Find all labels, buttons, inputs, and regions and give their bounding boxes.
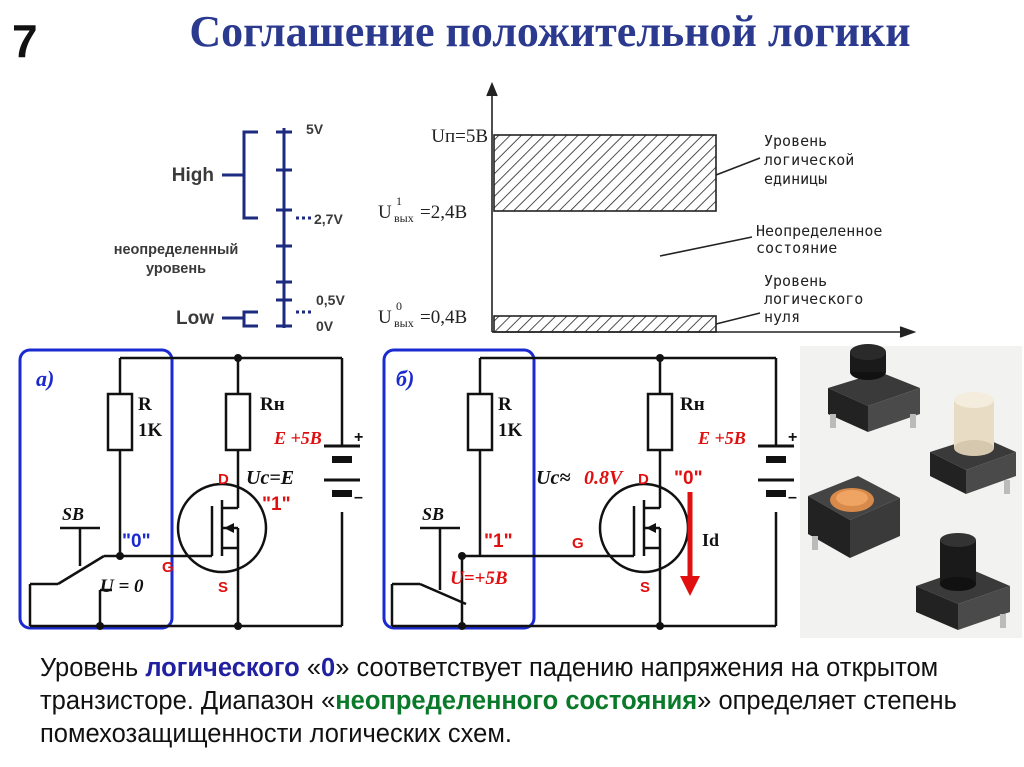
caption: Уровень логического «0» соответствует па…: [40, 652, 1000, 751]
zone-mid-label-2: состояние: [756, 239, 837, 257]
u-out0-sup: 0: [396, 299, 402, 313]
low-label: Low: [176, 308, 214, 329]
circuit-b-g-label: G: [572, 535, 584, 552]
circuit-b-rn-label: Rн: [680, 394, 705, 415]
caption-highlight-logic: логического: [145, 654, 300, 682]
circuit-a-uc-label: Uc=E: [246, 467, 294, 489]
circuit-b-d-label: D: [638, 471, 649, 488]
u-out0-sub: вых: [394, 316, 414, 330]
zone0-label-1: Уровень: [764, 272, 827, 290]
circuit-a-plus: +: [354, 429, 363, 446]
caption-part: «: [299, 654, 322, 682]
circuit-b-e-label: E +5В: [697, 428, 746, 448]
circuit-a-minus: –: [354, 489, 363, 506]
circuit-a-sb-label: SB: [62, 504, 84, 524]
circuit-a-rn-label: Rн: [260, 394, 285, 415]
tactile-buttons-image: [800, 344, 1022, 638]
undefined-label-2: уровень: [146, 261, 206, 277]
circuit-a-r-label: R: [138, 394, 152, 415]
high-label: High: [172, 165, 214, 186]
circuit-b-minus: –: [788, 489, 797, 506]
circuit-b-s-label: S: [640, 579, 650, 596]
circuit-b-node-label: "1": [484, 531, 513, 552]
circuit-b-plus: +: [788, 429, 797, 446]
u-out1-sub: вых: [394, 211, 414, 225]
u-out1-sup: 1: [396, 194, 402, 208]
level-scale: [222, 128, 312, 328]
zone1-label-1: Уровень: [764, 132, 827, 150]
tick-5v: 5V: [306, 121, 324, 137]
slide-number: 7: [12, 15, 38, 67]
tactile-button-icon: [808, 476, 900, 558]
u-out1-main: U: [378, 202, 392, 223]
tick-2-7v: 2,7V: [314, 211, 343, 227]
circuit-b-sb-label: SB: [422, 504, 444, 524]
tactile-button-icon: [828, 344, 920, 432]
u-out0-main: U: [378, 307, 392, 328]
zone-mid-label-1: Неопределенное: [756, 222, 882, 240]
circuit-a: [18, 348, 360, 630]
zone1-label-3: единицы: [764, 170, 827, 188]
undefined-label-1: неопределенный: [114, 242, 239, 258]
circuit-b-r-label: R: [498, 394, 512, 415]
u-out0-value: =0,4В: [420, 307, 467, 328]
circuit-a-tag: а): [36, 366, 54, 391]
circuit-b-tag: б): [396, 366, 414, 391]
caption-part: » определяет степень помехозащищенности …: [40, 687, 957, 748]
circuit-a-s-label: S: [218, 579, 228, 596]
circuit-b-out-label: "0": [674, 468, 703, 489]
level-graph: [486, 81, 917, 338]
circuit-a-g-label: G: [162, 559, 174, 576]
circuit-a-u-label: U = 0: [100, 576, 144, 597]
zone0-label-3: нуля: [764, 308, 800, 326]
u-out1-value: =2,4В: [420, 202, 467, 223]
circuit-b-u-label: U=+5В: [450, 568, 508, 589]
caption-part: » соответствует падению напряжения на от…: [40, 654, 939, 715]
circuit-b: [382, 348, 794, 630]
caption-part: Уровень: [40, 654, 146, 682]
circuit-a-out-label: "1": [262, 494, 291, 515]
tactile-button-icon: [916, 533, 1010, 630]
circuit-a-node-label: "0": [122, 531, 151, 552]
caption-highlight-undefined: неопределенного состояния: [335, 687, 698, 715]
circuit-a-e-label: E +5В: [273, 428, 322, 448]
caption-highlight-zero: 0: [321, 654, 336, 682]
circuit-a-r-value: 1K: [138, 420, 163, 441]
tactile-button-icon: [930, 392, 1016, 494]
slide-title: Соглашение положительной логики: [189, 7, 911, 56]
circuit-b-r-value: 1K: [498, 420, 523, 441]
tick-0v: 0V: [316, 318, 334, 334]
zone0-label-2: логического: [764, 290, 863, 308]
circuit-b-uc-value: 0.8V: [584, 467, 624, 489]
circuit-b-uc-label: Uc≈: [536, 467, 570, 489]
u-supply-label: Uп=5В: [431, 126, 488, 147]
circuit-a-d-label: D: [218, 471, 229, 488]
zone1-label-2: логической: [764, 151, 854, 169]
circuit-b-id-label: Id: [702, 530, 719, 550]
tick-0-5v: 0,5V: [316, 292, 345, 308]
